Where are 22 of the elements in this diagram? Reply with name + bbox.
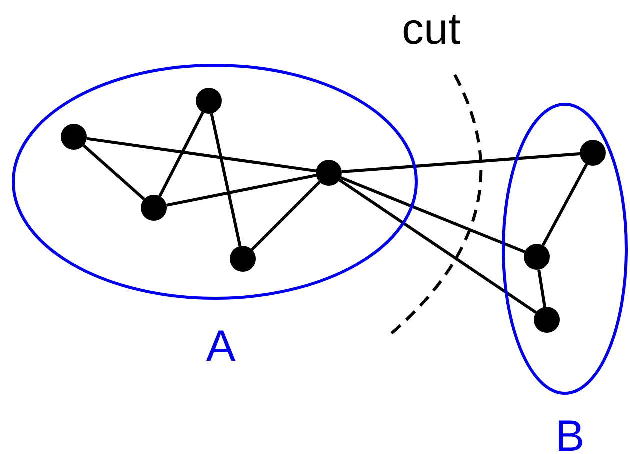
vertex-dot [524,244,550,270]
cluster-label: A [206,325,236,369]
vertex-dot [230,246,256,272]
vertex-dot [534,307,560,333]
edge-line [166,174,317,207]
edge-line [158,112,204,198]
vertex-dot [316,160,342,186]
edge-line [342,152,580,174]
edge-line [210,113,242,247]
edge-line [338,179,538,314]
vertex-dot [61,124,87,150]
edge-line [251,181,321,251]
cluster-label: B [555,415,585,454]
edge-line [538,270,546,308]
edge-line [86,137,316,173]
vertex-dot [141,195,167,221]
cut-label: cut [402,8,461,52]
edge-line [82,144,146,200]
vertex-dot [580,140,606,166]
edge-line [340,176,526,254]
vertex-dot [196,88,222,114]
edge-line [542,164,588,246]
